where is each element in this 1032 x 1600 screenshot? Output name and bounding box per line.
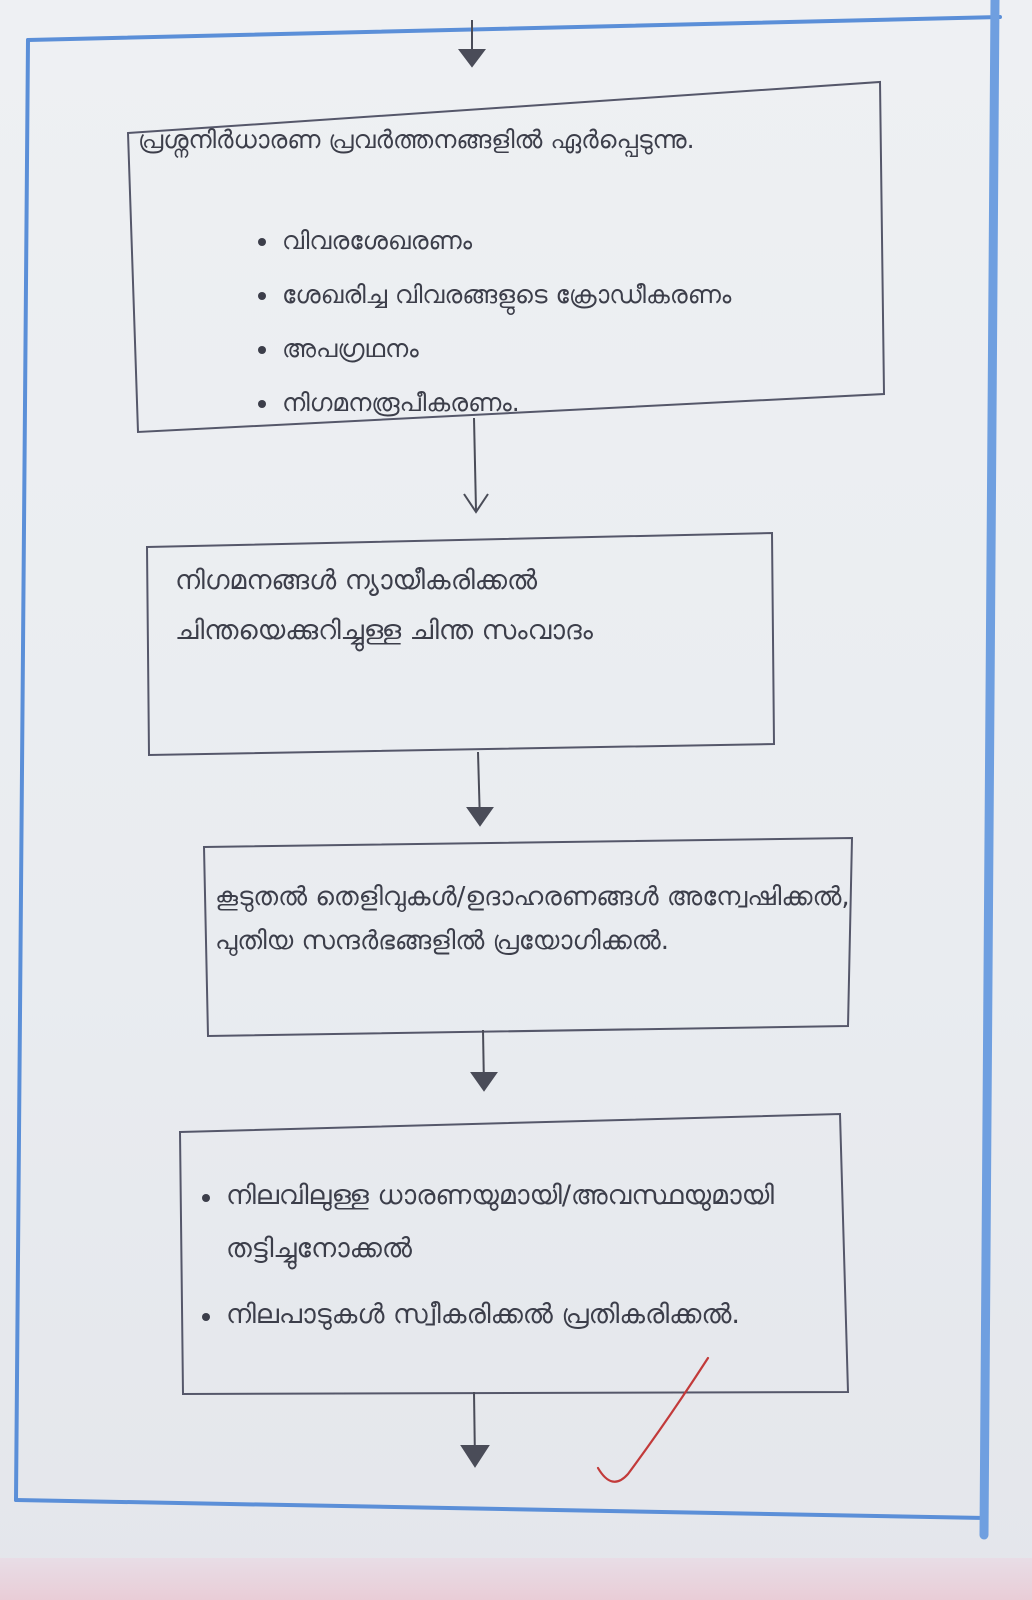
box-4-bullet-list: നിലവിലുള്ള ധാരണയുമായി/അവസ്ഥയുമായി തട്ടിച… (200, 1170, 840, 1342)
box-4-bullet: നിലപാടുകൾ സ്വീകരിക്കൽ പ്രതികരിക്കൽ. (200, 1289, 840, 1342)
box-1-heading: പ്രശ്നനിർധാരണ പ്രവർത്തനങ്ങളിൽ ഏർപ്പെടുന്… (138, 125, 695, 154)
arrow-2 (466, 751, 494, 827)
frame-left-line (14, 38, 30, 1502)
box-2-outline (145, 531, 776, 757)
frame-right-line (979, 0, 1000, 1540)
box-3-outline (202, 836, 854, 1038)
box-1-bullet: വിവരശേഖരണം (256, 214, 876, 268)
blue-frame (14, 0, 1002, 1540)
page-bottom-edge (0, 1558, 1032, 1600)
box-2-text: നിഗമനങ്ങൾ ന്യായീകരിക്കൽ ചിന്തയെക്കുറിച്ച… (175, 565, 593, 646)
box-1-bullet: നിഗമനരൂപീകരണം. (256, 376, 876, 430)
frame-top-line (26, 15, 1002, 42)
box-3-text: കൂടുതൽ തെളിവുകൾ/ഉദാഹരണങ്ങൾ അന്വേഷിക്കൽ, … (215, 882, 850, 957)
red-check-mark (596, 1356, 710, 1483)
arrow-3 (470, 1029, 498, 1092)
frame-bottom-line (14, 1498, 987, 1520)
box-4-outline (178, 1112, 850, 1396)
arrow-4 (460, 1391, 490, 1468)
box-1-bullet: ശേഖരിച്ച വിവരങ്ങളുടെ ക്രോഡീകരണം (256, 268, 876, 322)
box-1-bullet: അപഗ്രഥനം (256, 322, 876, 376)
box-1-bullet-list: വിവരശേഖരണം ശേഖരിച്ച വിവരങ്ങളുടെ ക്രോഡീകര… (256, 214, 876, 430)
box-4-bullet: നിലവിലുള്ള ധാരണയുമായി/അവസ്ഥയുമായി തട്ടിച… (200, 1170, 840, 1275)
arrow-1 (463, 417, 489, 514)
box-1-outline (126, 80, 886, 434)
arrow-top (458, 20, 486, 68)
